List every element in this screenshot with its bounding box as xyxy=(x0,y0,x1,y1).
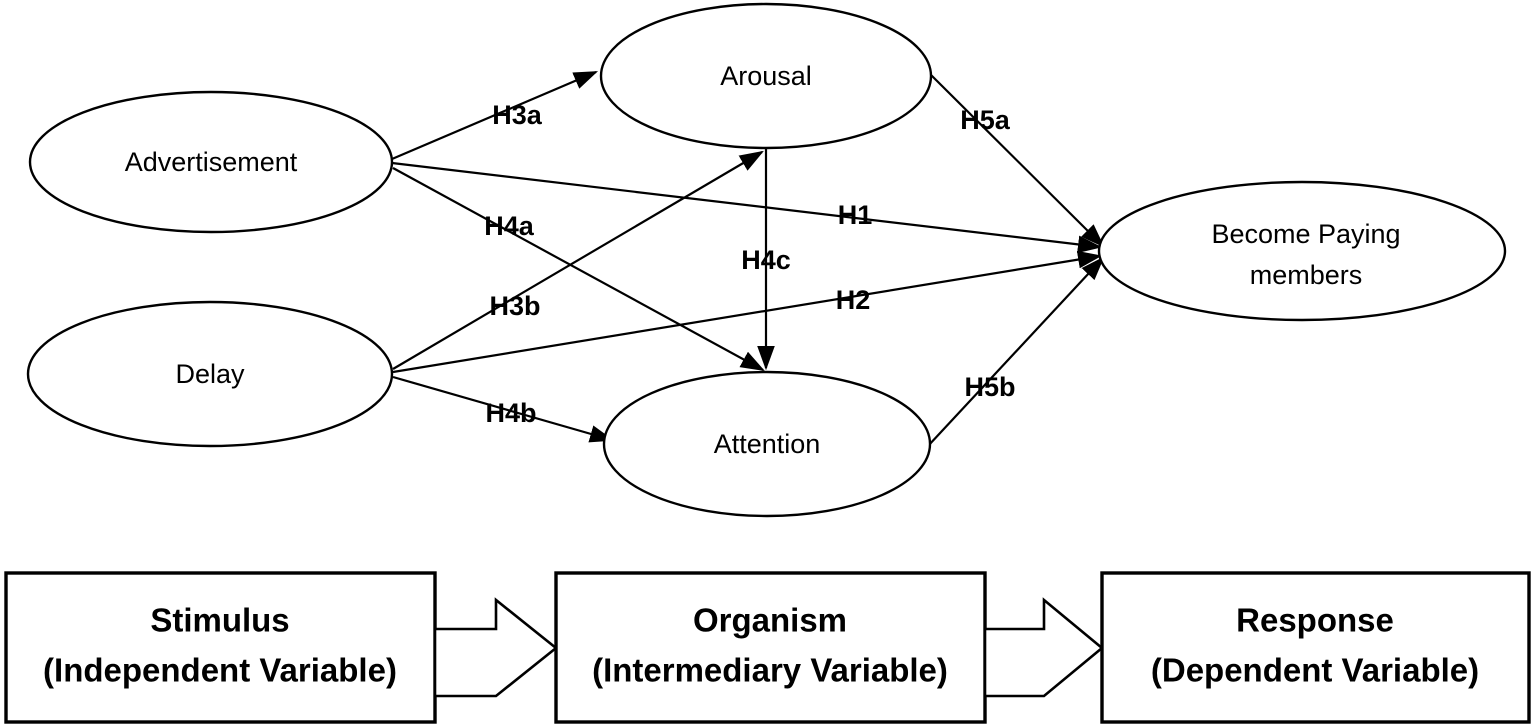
sor-connector-arrow-stimulus-to-organism xyxy=(433,597,559,698)
edge-h4b-line xyxy=(392,375,615,443)
node-advertisement-shape xyxy=(28,90,394,234)
node-attention-shape xyxy=(602,370,932,518)
sor-box-stimulus-shape xyxy=(4,571,437,724)
edge-h4a-line xyxy=(392,167,765,372)
edge-label-h4b: H4b xyxy=(485,398,536,428)
node-become-paying-members-label-line2: members xyxy=(1250,260,1363,290)
sor-framework: Stimulus (Independent Variable) Organism… xyxy=(4,571,1531,724)
edge-h5a-line xyxy=(927,71,1105,248)
sor-box-stimulus-line1: Stimulus xyxy=(150,602,289,639)
node-layer: Advertisement Delay Arousal Attention Be… xyxy=(26,2,1507,518)
node-delay-label: Delay xyxy=(175,359,245,389)
edge-h1-line xyxy=(391,161,1103,254)
node-delay-shape xyxy=(26,300,394,448)
edge-label-h5a: H5a xyxy=(960,105,1011,135)
edge-label-h3b: H3b xyxy=(489,291,540,321)
edge-label-layer: H3a H4a H1 H3b H2 H4b H4c H5a H5b xyxy=(484,100,1015,428)
sor-connector-arrow-organism-to-response xyxy=(983,597,1105,698)
edge-label-h4c: H4c xyxy=(741,245,791,275)
sor-box-stimulus[interactable]: Stimulus (Independent Variable) xyxy=(4,571,437,724)
node-arousal-shape xyxy=(599,2,933,150)
node-arousal-label: Arousal xyxy=(720,61,812,91)
edge-h3b-line xyxy=(392,150,764,370)
node-become-paying-members-label-line1: Become Paying xyxy=(1211,219,1400,249)
sor-box-stimulus-line2: (Independent Variable) xyxy=(43,652,397,689)
sor-box-organism-line1: Organism xyxy=(693,602,847,639)
node-advertisement[interactable]: Advertisement xyxy=(28,90,394,234)
node-advertisement-label: Advertisement xyxy=(125,147,298,177)
edge-label-h3a: H3a xyxy=(492,100,543,130)
node-become-paying-members-shape xyxy=(1097,180,1507,322)
node-attention[interactable]: Attention xyxy=(602,370,932,518)
edge-label-h5b: H5b xyxy=(964,372,1015,402)
sor-box-organism-line2: (Intermediary Variable) xyxy=(592,652,948,689)
node-delay[interactable]: Delay xyxy=(26,300,394,448)
edge-h3a-line xyxy=(391,70,599,161)
sor-box-response-line2: (Dependent Variable) xyxy=(1151,652,1479,689)
sor-box-organism-shape xyxy=(554,571,987,724)
node-attention-label: Attention xyxy=(714,429,821,459)
edge-label-h2: H2 xyxy=(836,285,871,315)
edge-h2-line xyxy=(392,250,1103,374)
edge-label-h4a: H4a xyxy=(484,211,535,241)
node-become-paying-members[interactable]: Become Paying members xyxy=(1097,180,1507,322)
sor-box-response[interactable]: Response (Dependent Variable) xyxy=(1100,571,1531,724)
sor-box-response-line1: Response xyxy=(1236,602,1394,639)
edge-label-h1: H1 xyxy=(838,200,873,230)
edge-h5b-line xyxy=(927,256,1105,447)
sor-box-response-shape xyxy=(1100,571,1531,724)
node-arousal[interactable]: Arousal xyxy=(599,2,933,150)
edge-layer xyxy=(391,70,1105,447)
sor-box-organism[interactable]: Organism (Intermediary Variable) xyxy=(554,571,987,724)
